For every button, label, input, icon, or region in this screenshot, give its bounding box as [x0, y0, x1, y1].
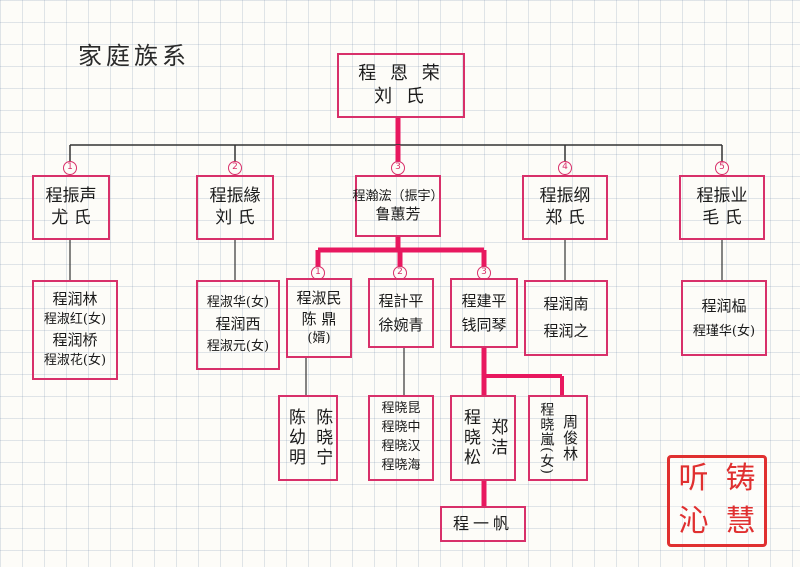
root-name: 程 恩 荣	[358, 63, 444, 84]
jian-a-col2: 郑洁	[487, 418, 508, 458]
gen5-name: 程一帆	[452, 514, 513, 533]
ji-child: 程晓昆	[381, 401, 421, 417]
gen3-box-family3-3: 程建平 钱同琴	[450, 278, 518, 348]
family4-member: 程润南	[543, 295, 589, 313]
chen-col2: 陈晓宁	[312, 408, 333, 468]
gen4-box-ji: 程晓昆 程晓中 程晓汉 程晓海	[368, 395, 434, 481]
gen2-spouse-2: 刘 氏	[215, 207, 255, 228]
gen2-number-5: 5	[715, 161, 729, 175]
family2-member: 程淑华(女)	[206, 295, 270, 311]
seal-char: 听	[678, 461, 709, 496]
seal-char: 铸	[725, 461, 756, 496]
gen5-box: 程一帆	[440, 506, 526, 542]
gen2-number-3: 3	[391, 161, 405, 175]
gen2-box-4: 程振纲 郑 氏	[522, 175, 608, 240]
family3-1-member: 陈 鼎	[301, 309, 337, 328]
gen3-box-family4: 程润南 程润之	[524, 280, 608, 356]
gen3-box-family3-2: 程計平 徐婉青	[368, 278, 434, 348]
gen2-number-2: 2	[228, 161, 242, 175]
gen2-box-1: 程振声 尤 氏	[32, 175, 110, 240]
root-spouse: 刘 氏	[374, 85, 428, 107]
gen2-name-3: 程瀚浤（振宇）	[352, 188, 444, 204]
gen2-spouse-1: 尤 氏	[51, 207, 91, 228]
seal-stamp: 听 铸 沁 慧	[667, 455, 767, 547]
ji-child: 程晓汉	[381, 439, 421, 454]
gen4-box-chen: 陈幼明 陈晓宁	[278, 395, 338, 481]
gen3-box-family3-1: 程淑民 陈 鼎 (婿)	[286, 278, 352, 358]
ji-child: 程晓中	[381, 420, 421, 436]
family3-3-member: 钱同琴	[461, 316, 507, 334]
seal-char: 慧	[725, 504, 756, 539]
family4-member: 程润之	[543, 322, 589, 340]
family5-member: 程瑾华(女)	[692, 323, 756, 339]
seal-char: 沁	[678, 504, 709, 539]
family5-member: 程润榀	[701, 296, 747, 315]
ji-child: 程晓海	[381, 457, 421, 473]
family3-1-member: (婿)	[307, 330, 331, 346]
gen4-box-jian-a: 程晓松 郑洁	[450, 395, 516, 481]
family2-member: 程润西	[215, 315, 261, 334]
family3-1-member: 程淑民	[296, 288, 342, 307]
gen3-box-family5: 程润榀 程瑾华(女)	[681, 280, 767, 356]
family3-3-member: 程建平	[461, 292, 507, 310]
family1-member: 程淑花(女)	[43, 352, 107, 368]
gen3-box-family1: 程润林 程淑红(女) 程润桥 程淑花(女)	[32, 280, 118, 380]
gen2-name-1: 程振声	[45, 186, 97, 207]
page-title: 家庭族系	[78, 42, 190, 70]
gen3-box-family2: 程淑华(女) 程润西 程淑元(女)	[196, 280, 280, 370]
gen2-spouse-4: 郑 氏	[545, 207, 585, 228]
gen4-box-jian-b: 程晓嵐(女) 周俊林	[528, 395, 588, 481]
gen2-name-5: 程振业	[696, 186, 748, 207]
gen2-number-1: 1	[63, 161, 77, 175]
family1-member: 程淑红(女)	[43, 312, 107, 328]
gen2-spouse-3: 鲁蕙芳	[375, 204, 421, 223]
gen2-number-4: 4	[558, 161, 572, 175]
gen2-box-5: 程振业 毛 氏	[679, 175, 765, 240]
gen2-box-3: 程瀚浤（振宇） 鲁蕙芳	[352, 175, 444, 237]
root-box: 程 恩 荣 刘 氏	[337, 53, 465, 118]
family3-2-member: 程計平	[378, 292, 424, 310]
family1-member: 程润桥	[52, 331, 98, 349]
gen2-name-2: 程振緣	[209, 186, 261, 207]
jian-b-col2: 周俊林	[561, 414, 580, 462]
jian-b-col1: 程晓嵐(女)	[538, 401, 555, 475]
family1-member: 程润林	[52, 290, 98, 309]
jian-a-col1: 程晓松	[460, 408, 480, 468]
gen2-box-2: 程振緣 刘 氏	[196, 175, 274, 240]
chen-col1: 陈幼明	[285, 408, 305, 468]
family3-2-member: 徐婉青	[378, 316, 424, 334]
family2-member: 程淑元(女)	[206, 338, 270, 354]
gen2-name-4: 程振纲	[539, 186, 591, 207]
gen2-spouse-5: 毛 氏	[702, 207, 742, 228]
